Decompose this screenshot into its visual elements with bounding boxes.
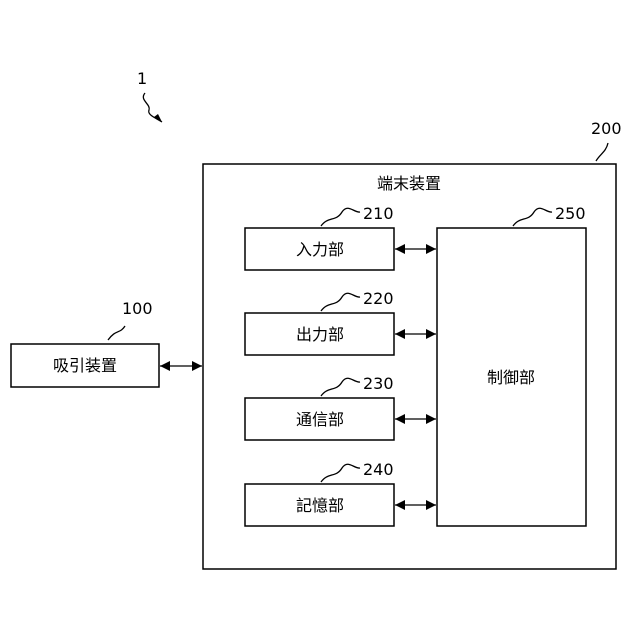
controller-ref: 250 bbox=[555, 204, 586, 223]
storage-unit-label: 記憶部 bbox=[296, 496, 344, 515]
terminal-device-leader bbox=[596, 143, 608, 161]
input-unit-ref: 210 bbox=[363, 204, 394, 223]
system-ref-label: 1 bbox=[137, 69, 147, 88]
output-unit-label: 出力部 bbox=[296, 325, 344, 344]
suction-device-leader bbox=[108, 326, 125, 340]
suction-device-ref: 100 bbox=[122, 299, 153, 318]
output-unit-ref: 220 bbox=[363, 289, 394, 308]
suction-device-label: 吸引装置 bbox=[53, 356, 117, 375]
controller-label: 制御部 bbox=[487, 368, 535, 387]
terminal-device-label: 端末装置 bbox=[377, 174, 441, 193]
input-unit-label: 入力部 bbox=[296, 240, 344, 259]
communication-unit-ref: 230 bbox=[363, 374, 394, 393]
communication-unit-label: 通信部 bbox=[296, 410, 344, 429]
storage-unit-ref: 240 bbox=[363, 460, 394, 479]
terminal-device-ref: 200 bbox=[591, 119, 622, 138]
